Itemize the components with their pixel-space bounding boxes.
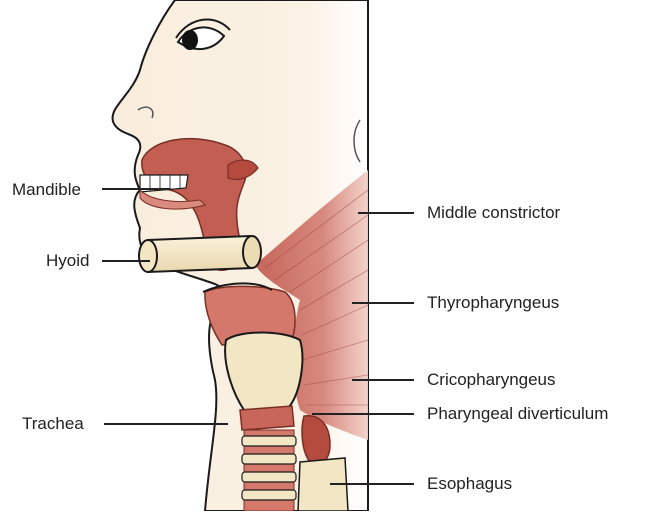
label-trachea: Trachea [22,414,84,434]
trachea [242,430,296,511]
cricoid-cartilage [240,406,294,430]
hyoid-bone [139,236,261,272]
label-middle-constrictor: Middle constrictor [427,203,560,223]
label-cricopharyngeus: Cricopharyngeus [427,370,556,390]
label-esophagus: Esophagus [427,474,512,494]
thyroid-cartilage [225,333,302,411]
label-hyoid: Hyoid [46,251,89,271]
label-thyropharyngeus: Thyropharyngeus [427,293,559,313]
label-mandible: Mandible [12,180,81,200]
label-pharyngeal-diverticulum: Pharyngeal diverticulum [427,404,608,424]
